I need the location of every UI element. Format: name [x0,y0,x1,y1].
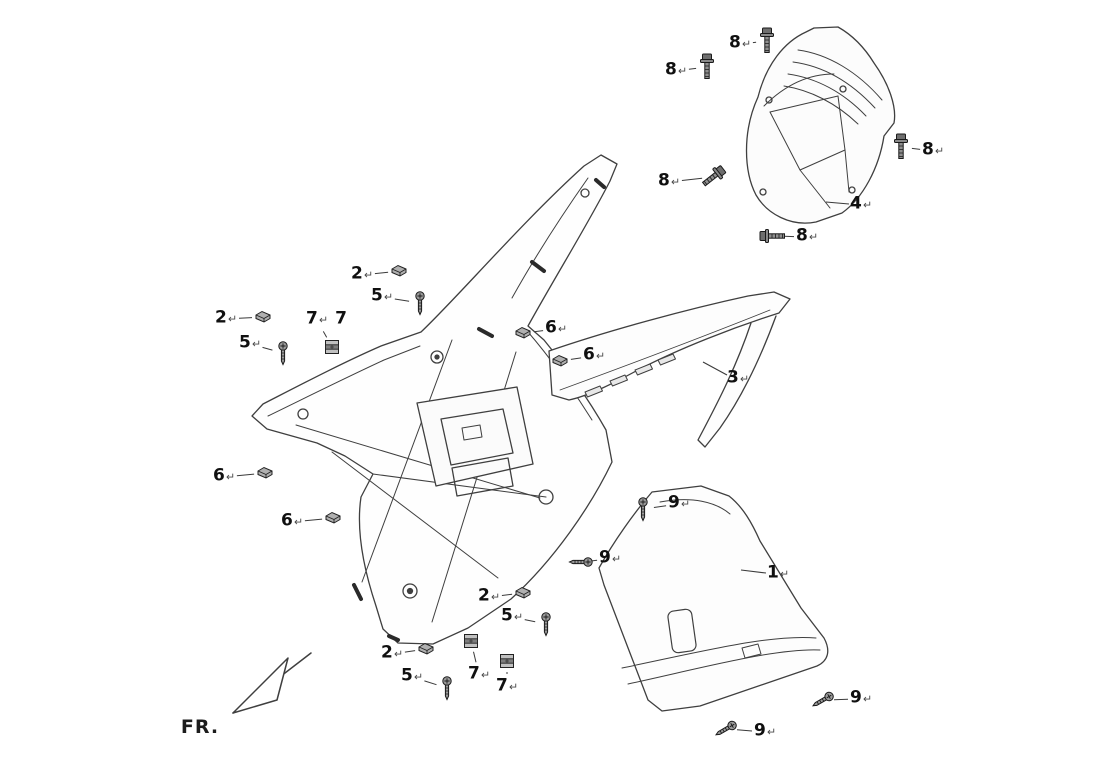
screw-icon [278,341,288,366]
clip-nut-icon [515,326,531,339]
leader-line [825,201,850,205]
leader-line [322,331,328,338]
leader-line [304,518,323,522]
leader-line [262,346,273,351]
clip-nut-icon [325,511,341,524]
flange-bolt-icon [700,53,714,79]
clip-nut-icon [255,310,271,323]
leader-line [533,330,544,333]
leader-line [404,650,416,653]
screw-icon [714,720,737,736]
screw-icon [811,691,834,707]
screw-icon [638,497,648,522]
screw-icon [415,291,425,316]
leader-line [424,680,437,686]
u-nut-icon [325,340,339,354]
clip-nut-icon [418,642,434,655]
leader-line [688,67,697,70]
leader-line [702,361,728,376]
u-nut-icon [500,654,514,668]
clip-nut-icon [257,466,273,479]
floor-panel-drawing [251,154,618,645]
leader-line [911,147,921,150]
clip-nut-icon [391,264,407,277]
flange-bolt-icon [701,165,727,187]
u-nut-icon [464,634,478,648]
screw-icon [541,612,551,637]
leader-line [570,357,582,360]
flange-bolt-icon [760,27,774,53]
leader-line [473,651,477,663]
leader-line [524,619,536,623]
leader-line [740,569,767,574]
leader-line [736,729,753,732]
screw-icon [442,676,452,701]
leader-line [681,177,703,181]
fr-label: FR. [180,716,220,738]
leader-line [238,317,253,319]
rear-center-cover-drawing [745,26,896,224]
clip-nut-icon [515,586,531,599]
flange-bolt-icon [759,229,785,243]
flange-bolt-icon [894,133,908,159]
side-cover-drawing [548,291,791,448]
under-cover-drawing [598,485,829,712]
fr-direction-arrow [232,652,312,714]
screw-icon [568,557,593,567]
leader-line [591,559,598,562]
leader-line [501,593,513,596]
leader-line [374,271,389,275]
clip-nut-icon [552,354,568,367]
leader-line [236,473,255,477]
leader-line [394,298,410,302]
leader-line [653,505,667,508]
